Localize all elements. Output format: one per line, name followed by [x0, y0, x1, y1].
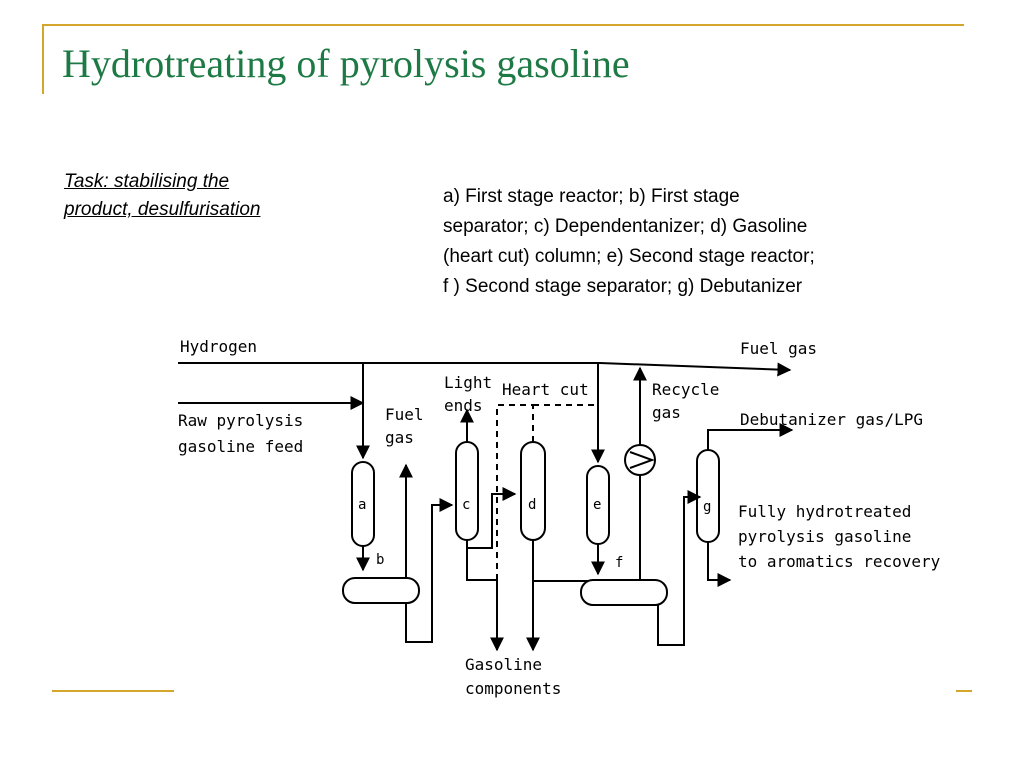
frame-bottom-left-rule — [52, 690, 174, 692]
frame-bottom-right-rule — [956, 690, 972, 692]
debutanizer-gas-label: Debutanizer gas/LPG — [740, 410, 923, 429]
unit-label-g: g — [703, 499, 711, 515]
recycle-gas-label: Recycle — [652, 380, 719, 399]
f-to-g-line — [657, 490, 702, 646]
legend-line: f ) Second stage separator; g) Debutaniz… — [443, 276, 803, 297]
c-to-d-line — [466, 487, 517, 549]
legend-line: (heart cut) column; e) Second stage reac… — [443, 246, 815, 267]
unit-label-a: a — [358, 497, 366, 513]
product-label: Fully hydrotreated — [738, 502, 911, 521]
light-ends-label: Light — [444, 373, 492, 392]
frame-top-rule — [42, 24, 964, 26]
heart-cut-label: Heart cut — [502, 380, 589, 399]
frame-left-rule — [42, 24, 44, 94]
unit-label-c: c — [462, 497, 470, 513]
fuel-gas-label: Fuel — [385, 405, 424, 424]
debutanizer-column-g — [696, 449, 720, 543]
task-line: product, desulfurisation — [64, 199, 261, 220]
product-label: to aromatics recovery — [738, 552, 941, 571]
b-to-c-line — [405, 498, 454, 643]
gasoline-components-label: components — [465, 679, 561, 698]
unit-label-f: f — [615, 555, 623, 571]
g-product-line — [707, 542, 732, 587]
second-stage-separator-f — [580, 579, 668, 606]
raw-feed-label: gasoline feed — [178, 437, 303, 456]
hydrogen-label: Hydrogen — [180, 337, 257, 356]
c-bottom-to-gasoline-line — [466, 548, 504, 652]
g-lpg-line — [707, 423, 794, 450]
legend-line: separator; c) Dependentanizer; d) Gasoli… — [443, 216, 808, 237]
heart-cut-dashed-line — [496, 404, 534, 580]
task-line: Task: stabilising the — [64, 171, 230, 192]
unit-label-e: e — [593, 497, 601, 513]
fuel-gas-label: gas — [385, 428, 414, 447]
compressor-symbol — [629, 451, 655, 469]
gasoline-components-label: Gasoline — [465, 655, 542, 674]
unit-label-b: b — [376, 552, 384, 568]
unit-label-d: d — [528, 497, 536, 513]
task-note: Task: stabilising the product, desulfuri… — [64, 168, 354, 224]
hydrogen-header-line — [178, 362, 792, 377]
fuel-gas-out-label: Fuel gas — [740, 339, 817, 358]
product-label: pyrolysis gasoline — [738, 527, 911, 546]
dependentanizer-column-c — [455, 441, 479, 541]
gasoline-heart-cut-column-d — [520, 441, 546, 541]
recycle-gas-label: gas — [652, 403, 681, 422]
raw-feed-label: Raw pyrolysis — [178, 411, 303, 430]
first-stage-separator-b — [342, 577, 420, 604]
light-ends-label: ends — [444, 396, 483, 415]
legend-line: a) First stage reactor; b) First stage — [443, 186, 740, 207]
unit-legend: a) First stage reactor; b) First stage s… — [443, 182, 963, 302]
slide-title: Hydrotreating of pyrolysis gasoline — [62, 41, 630, 86]
